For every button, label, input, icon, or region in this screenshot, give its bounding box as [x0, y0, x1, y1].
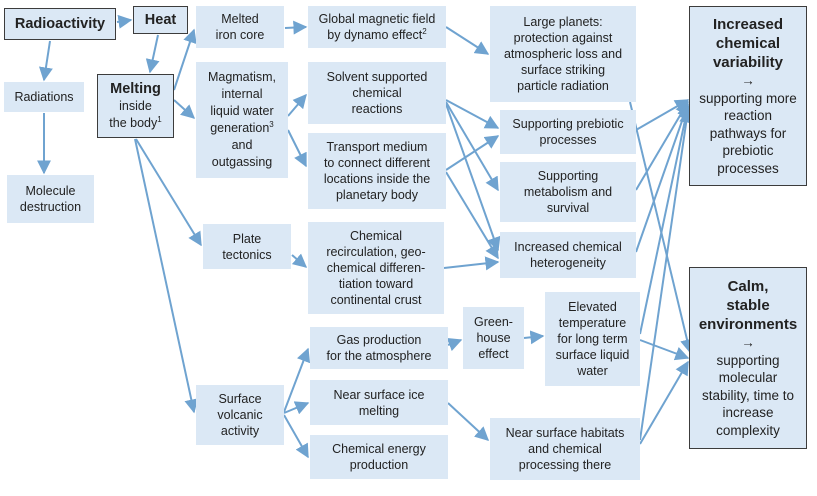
- node-surface-volcanic: Surface volcanic activity: [196, 385, 284, 445]
- arrow-greenhouse-to-elevated: [523, 330, 545, 345]
- node-calm-environments-heading: Calm, stable environments: [698, 278, 798, 333]
- node-heat-label: Heat: [144, 12, 177, 28]
- node-molecule-destruction-label: Molecule destruction: [19, 184, 82, 214]
- arrow-solvent-to-metabolism: [445, 101, 499, 192]
- arrow-transport-to-prebiotic: [445, 135, 500, 171]
- arrow-solvent-to-heterogeneity: [445, 103, 501, 252]
- node-solvent-supported-label: Solvent supported chemical reactions: [326, 70, 428, 116]
- node-plate-tectonics: Plate tectonics: [203, 224, 291, 269]
- node-greenhouse-label: Green- house effect: [474, 315, 513, 361]
- arrow-melting-to-iron-core: [173, 28, 197, 91]
- node-radioactivity: Radioactivity: [4, 8, 116, 40]
- node-increased-variability: Increased chemical variability → support…: [689, 6, 807, 186]
- arrow-plate-tectonics-to-recirculation: [291, 253, 308, 268]
- arrow-large-planets-to-calm: [629, 101, 694, 354]
- node-melted-iron-core: Melted iron core: [196, 6, 284, 48]
- node-transport-medium-label: Transport medium to connect different lo…: [323, 140, 431, 202]
- arrow-volcanic-to-gas: [283, 347, 311, 413]
- node-chemical-energy-label: Chemical energy production: [332, 442, 426, 472]
- arrow-melting-to-magmatism: [173, 99, 196, 119]
- arrow-radioactivity-to-heat: [116, 14, 133, 29]
- node-molecule-destruction: Molecule destruction: [7, 175, 94, 223]
- node-prebiotic: Supporting prebiotic processes: [500, 110, 636, 154]
- node-large-planets-label: Large planets: protection against atmosp…: [503, 15, 623, 93]
- node-magmatism-footnote: 3: [269, 119, 274, 129]
- arrow-habitats-to-calm: [639, 360, 689, 445]
- arrow-elevated-to-variability: [639, 104, 693, 335]
- node-global-magnetic-footnote: 2: [422, 26, 427, 36]
- node-magmatism-label: Magmatism, internal liquid water generat…: [207, 70, 277, 135]
- node-global-magnetic-label: Global magnetic field by dynamo effect: [318, 12, 436, 42]
- arrow-heterogeneity-to-variability: [635, 102, 691, 253]
- arrow-iron-core-to-magnetic: [284, 20, 308, 35]
- node-increased-variability-heading: Increased chemical variability: [712, 16, 784, 71]
- node-calm-environments-label: supporting molecular stability, time to …: [701, 352, 795, 438]
- node-metabolism-label: Supporting metabolism and survival: [523, 169, 613, 215]
- node-ice-melting: Near surface ice melting: [310, 380, 448, 425]
- arrow-magmatism-to-transport: [287, 129, 307, 168]
- node-habitats: Near surface habitats and chemical proce…: [490, 418, 640, 480]
- arrow-solvent-to-prebiotic: [445, 99, 500, 129]
- arrow-radioactivity-to-radiations: [38, 40, 53, 82]
- node-chemical-recirculation-label: Chemical recirculation, geo- chemical di…: [326, 229, 426, 307]
- arrow-melting-to-surface-volcanic: [134, 138, 199, 414]
- node-transport-medium: Transport medium to connect different lo…: [308, 133, 446, 209]
- node-chemical-recirculation: Chemical recirculation, geo- chemical di…: [308, 222, 444, 314]
- node-plate-tectonics-label: Plate tectonics: [222, 231, 272, 262]
- arrow-heat-to-melting: [145, 34, 160, 74]
- node-elevated-temp: Elevated temperature for long term surfa…: [545, 292, 640, 386]
- node-magmatism-label-after: and outgassing: [211, 138, 273, 169]
- node-heat: Heat: [133, 6, 188, 34]
- arrow-magnetic-to-large-planets: [445, 26, 490, 55]
- arrow-magmatism-to-solvent: [287, 93, 307, 117]
- node-increased-variability-arrow: →: [741, 73, 755, 88]
- arrow-melting-to-plate-tectonics: [135, 138, 202, 247]
- node-ice-melting-label: Near surface ice melting: [333, 387, 425, 418]
- arrow-transport-to-heterogeneity: [445, 171, 499, 260]
- node-calm-environments-arrow: →: [741, 335, 755, 350]
- node-solvent-supported: Solvent supported chemical reactions: [308, 62, 446, 124]
- node-melting-footnote: 1: [157, 114, 162, 124]
- node-metabolism: Supporting metabolism and survival: [500, 162, 636, 222]
- node-global-magnetic: Global magnetic field by dynamo effect2: [308, 6, 446, 48]
- arrow-recirculation-to-heterogeneity: [443, 256, 500, 271]
- node-radiations: Radiations: [4, 82, 84, 112]
- node-melting-label: inside the body: [109, 98, 158, 130]
- node-increased-variability-label: supporting more reaction pathways for pr…: [699, 90, 797, 176]
- node-gas-production: Gas production for the atmosphere: [310, 327, 448, 369]
- node-magmatism: Magmatism, internal liquid water generat…: [196, 62, 288, 178]
- arrow-volcanic-to-ice: [283, 401, 310, 415]
- arrow-ice-to-habitats: [447, 402, 490, 441]
- arrow-volcanic-to-energy: [283, 414, 309, 459]
- node-heterogeneity-label: Increased chemical heterogeneity: [514, 240, 622, 270]
- node-large-planets: Large planets: protection against atmosp…: [490, 6, 636, 102]
- node-surface-volcanic-label: Surface volcanic activity: [217, 392, 263, 438]
- node-habitats-label: Near surface habitats and chemical proce…: [505, 426, 625, 472]
- arrow-gas-to-greenhouse: [446, 337, 463, 352]
- node-heterogeneity: Increased chemical heterogeneity: [500, 232, 636, 278]
- node-radioactivity-label: Radioactivity: [14, 16, 106, 32]
- node-prebiotic-label: Supporting prebiotic processes: [512, 117, 624, 147]
- node-melting-heading: Melting: [110, 80, 161, 97]
- arrow-elevated-to-calm: [639, 339, 690, 361]
- node-elevated-temp-label: Elevated temperature for long term surfa…: [555, 300, 630, 378]
- node-radiations-label: Radiations: [14, 90, 74, 104]
- node-calm-environments: Calm, stable environments → supporting m…: [689, 267, 807, 449]
- node-greenhouse: Green- house effect: [463, 307, 524, 369]
- arrow-habitats-to-variability: [639, 108, 694, 441]
- node-chemical-energy: Chemical energy production: [310, 435, 448, 479]
- node-gas-production-label: Gas production for the atmosphere: [326, 333, 432, 363]
- node-melting: Melting inside the body1: [97, 74, 174, 138]
- node-melted-iron-core-label: Melted iron core: [215, 12, 265, 42]
